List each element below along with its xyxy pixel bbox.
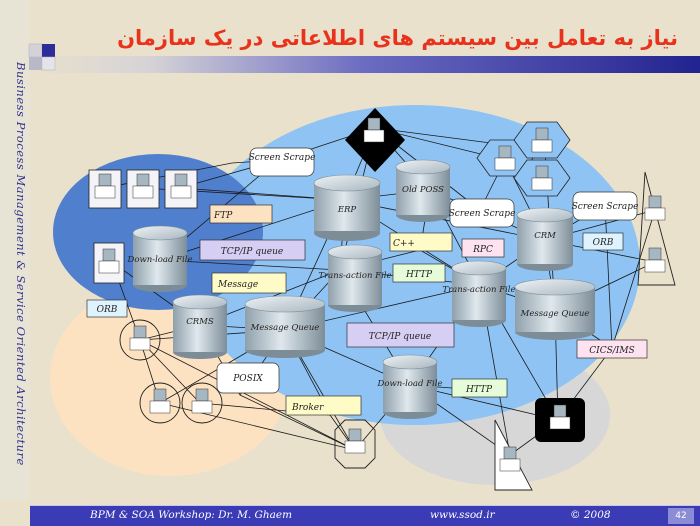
page-number: 42: [668, 508, 694, 524]
cylinder-crm-right: [516, 207, 574, 271]
http-box: [392, 263, 446, 283]
server-glyph: [98, 248, 120, 274]
footer-workshop: BPM & SOA Workshop: Dr. M. Ghaem: [90, 509, 293, 521]
trans-file-2-label: Trans-action File: [442, 285, 515, 295]
cylinders: [132, 159, 596, 419]
cpp-label: C++: [393, 239, 415, 249]
cylinder-down-file-2: [382, 354, 438, 419]
http-label: HTTP: [405, 270, 433, 280]
cylinder-message-queue-2: [514, 278, 596, 340]
server-glyph: [499, 446, 521, 472]
cics-label: CICS/IMS: [589, 346, 634, 356]
broker-box: [285, 395, 362, 416]
cylinder-message-queue-1: [244, 295, 326, 358]
message-box: [211, 272, 287, 294]
rpc-box: [461, 238, 505, 258]
server-glyph: [94, 173, 116, 199]
crm2-label: CRMS: [186, 317, 214, 327]
cylinder-old-pos: [395, 159, 451, 222]
server-glyph: [132, 173, 154, 199]
server-glyph: [644, 247, 666, 273]
screen-scrape-1-label: Screen Scrape: [249, 153, 316, 163]
orb-1-label: ORB: [593, 238, 614, 248]
sidebar-text: Business Process Management & Service Or…: [14, 62, 28, 466]
footer-copyright: © 2008: [570, 509, 611, 521]
server-glyph: [644, 195, 666, 221]
server-glyph: [344, 428, 366, 454]
server-glyph: [494, 145, 516, 171]
orb-2-label: ORB: [97, 305, 118, 315]
old-pos-label: Old POSS: [402, 185, 444, 195]
message-label: Message: [217, 280, 258, 290]
server-glyph: [129, 325, 151, 351]
cylinder-erp: [313, 174, 381, 241]
screen-scrape-2-label: Screen Scrape: [449, 209, 516, 219]
down-file-2-label: Down-load File: [377, 379, 443, 389]
trans-file-1-label: Trans-action File: [318, 271, 391, 281]
footer-website[interactable]: www.ssod.ir: [430, 509, 495, 521]
erp-label: ERP: [337, 205, 357, 215]
posix-label: POSIX: [232, 374, 263, 384]
posix-box: [216, 362, 280, 394]
https-label: HTTP: [465, 385, 493, 395]
cylinder-down-file: [132, 225, 188, 292]
tcp-queue-1-label: TCP/IP queue: [221, 247, 283, 257]
screen-scrape-1-box: [249, 147, 315, 177]
ftp-box: [209, 204, 273, 224]
label-boxes: [86, 147, 648, 416]
cylinder-crm-left: [172, 294, 228, 359]
orb-2-box: [86, 299, 128, 318]
server-glyph: [149, 388, 171, 414]
rpc-label: RPC: [472, 245, 493, 255]
tcp-queue-1-box: [199, 239, 306, 261]
message-queue-2-label: Message Queue: [520, 309, 590, 319]
orb-1-box: [582, 232, 624, 251]
server-glyph: [170, 173, 192, 199]
crm-label: CRM: [534, 231, 556, 241]
octagon-node: [334, 419, 376, 469]
server-glyph: [363, 117, 385, 143]
circle-node-3: [181, 382, 223, 424]
server-glyph: [191, 388, 213, 414]
footer-bar: BPM & SOA Workshop: Dr. M. Ghaem www.sso…: [30, 505, 700, 526]
triangle-node-right: [637, 171, 676, 286]
screen-scrape-2-box: [449, 198, 515, 228]
circle-node-2: [139, 382, 181, 424]
server-glyph: [549, 404, 571, 430]
tcp-queue-2-label: TCP/IP queue: [369, 332, 431, 342]
server-glyphs: [94, 117, 666, 472]
cpp-box: [389, 232, 453, 252]
circle-node-1: [119, 319, 161, 361]
ftp-label: FTP: [213, 211, 233, 221]
cics-box: [576, 339, 648, 359]
screen-scrape-3-label: Screen Scrape: [572, 202, 639, 212]
message-queue-1-label: Message Queue: [250, 323, 320, 333]
server-glyph: [531, 127, 553, 153]
slide-title: نیاز به تعامل بین سیستم های اطلاعاتی در …: [117, 26, 678, 50]
broker-label: Broker: [291, 403, 324, 413]
https-box: [451, 378, 508, 398]
down-file-label: Down-load File: [127, 255, 193, 265]
cylinder-trans-file-2: [451, 260, 507, 327]
server-glyph: [531, 165, 553, 191]
cylinder-trans-file-1: [327, 244, 383, 312]
header-decoration: [28, 43, 700, 73]
tcp-queue-2-box: [346, 322, 455, 348]
sidebar: Business Process Management & Service Or…: [0, 0, 30, 500]
screen-scrape-3-box: [572, 191, 638, 221]
